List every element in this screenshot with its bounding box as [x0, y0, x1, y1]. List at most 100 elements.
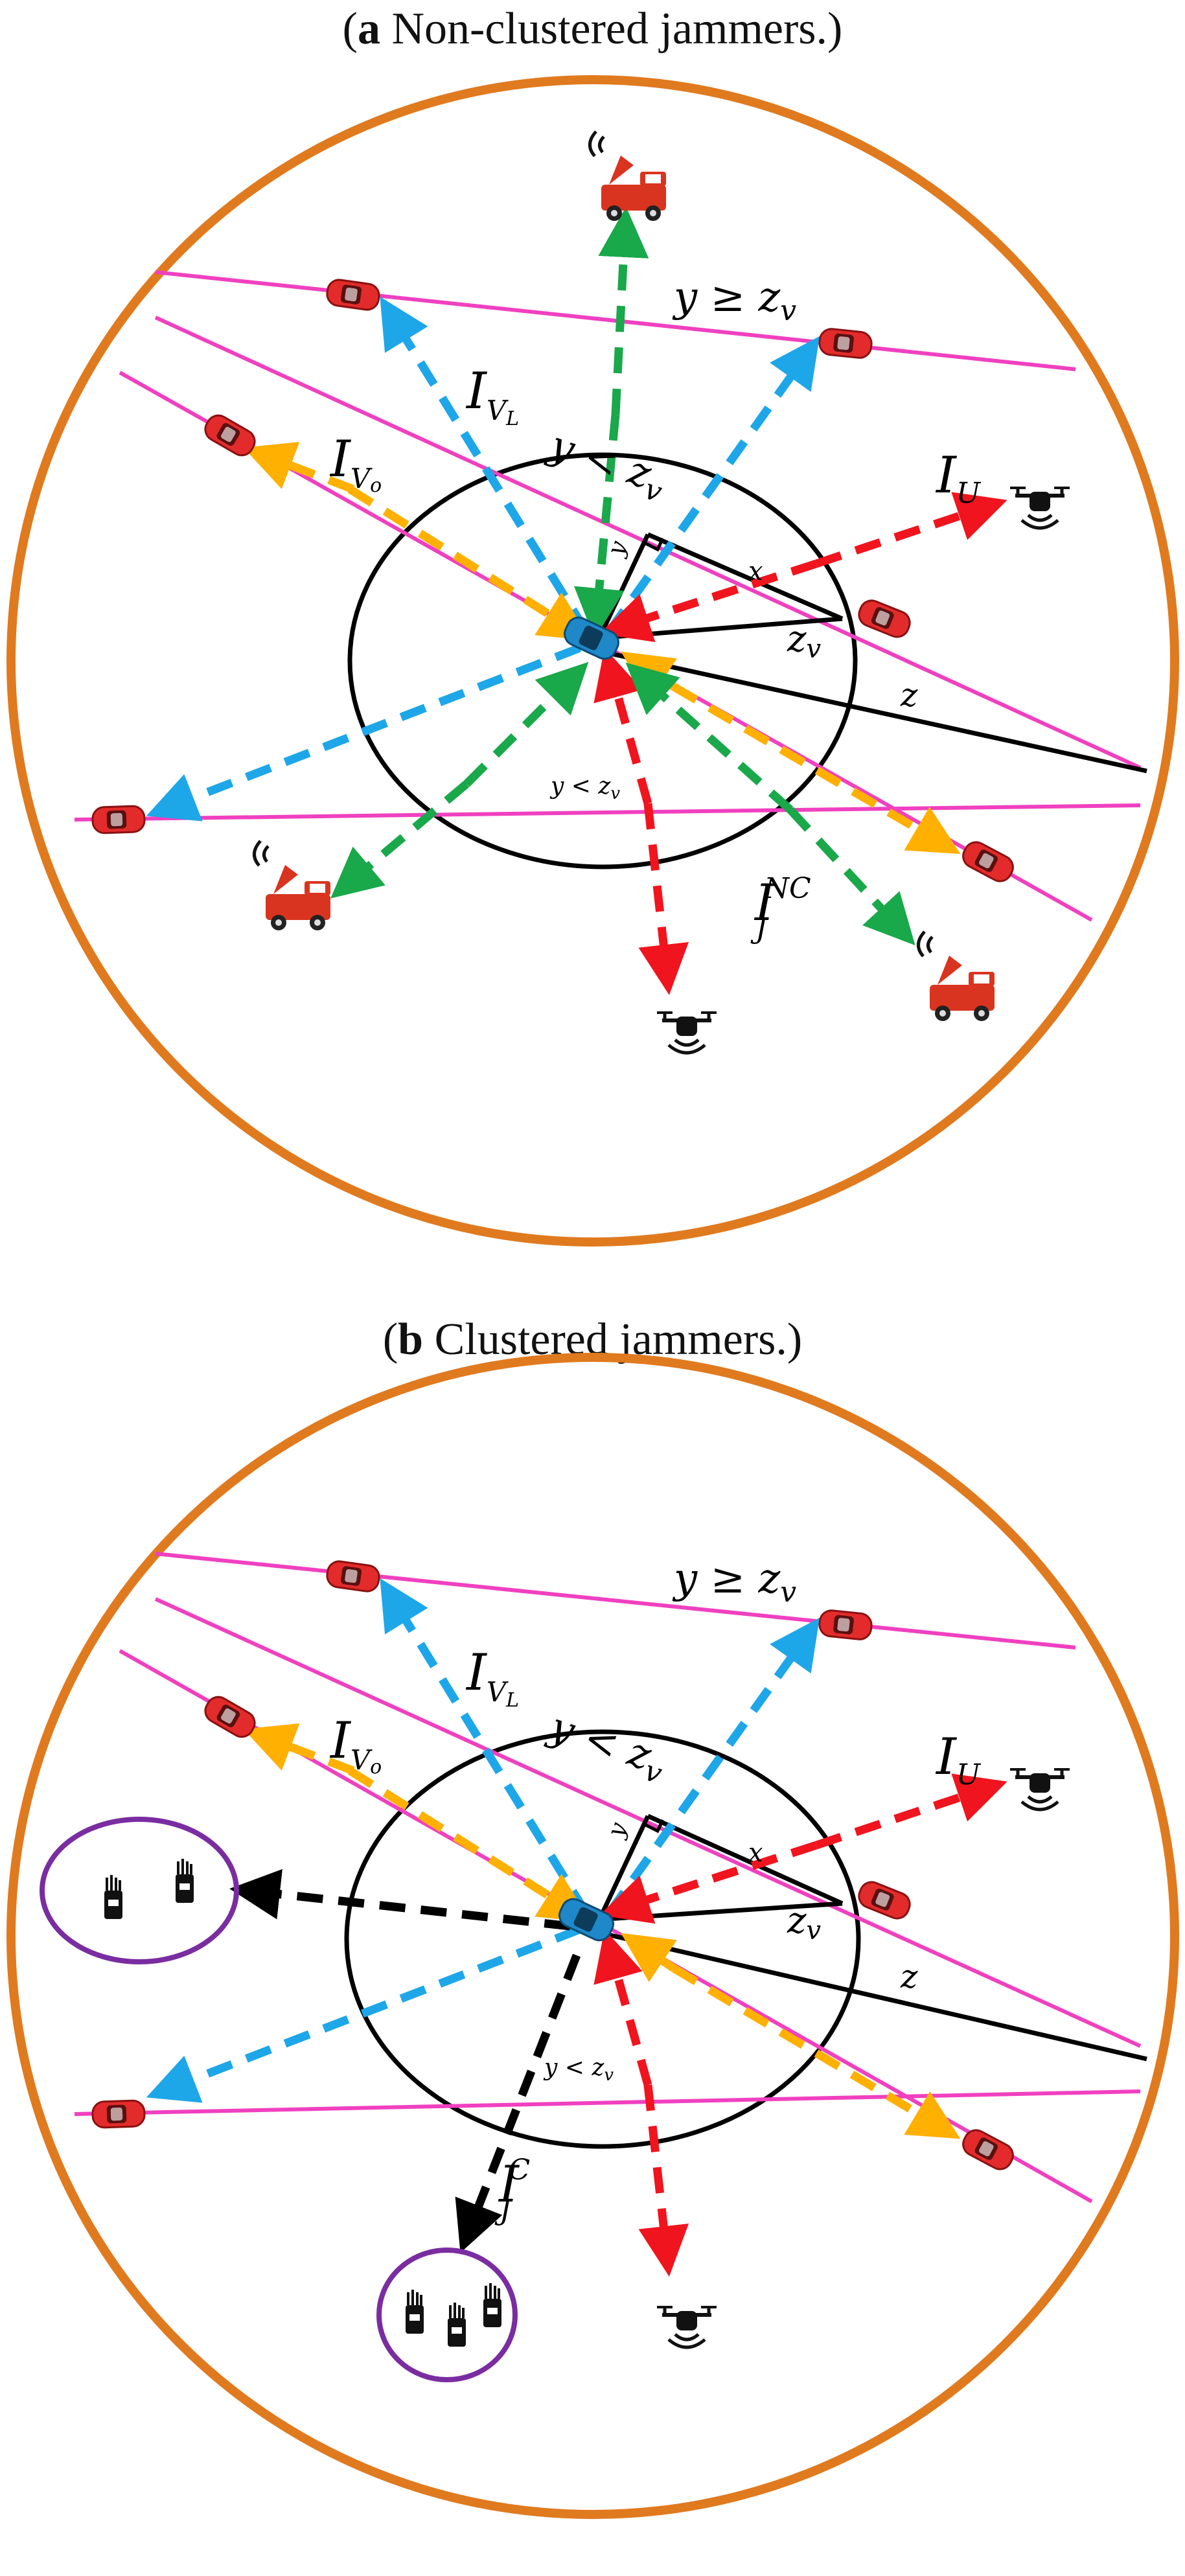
- svg-text:zv: zv: [787, 1900, 822, 1946]
- road-4: [74, 803, 1141, 822]
- arrow-u-1: [814, 1773, 1007, 1850]
- uav-icon: [1010, 488, 1070, 528]
- arrow-j-5: [787, 807, 915, 946]
- arrow-vl-1: [380, 1578, 590, 1916]
- car-icon: [958, 837, 1018, 886]
- svg-text:IVL: IVL: [465, 1644, 519, 1712]
- svg-text:y: y: [602, 1819, 632, 1842]
- jammer-cluster-2: [376, 2248, 518, 2382]
- car-icon: [91, 805, 146, 834]
- line-x: [647, 532, 844, 621]
- arrow-cluster-1: [229, 1869, 571, 1931]
- arrow-vo-2: [347, 1767, 592, 1922]
- arrow-vl-3: [146, 1925, 582, 2103]
- caption-a-letter: a: [357, 4, 380, 54]
- jammer-device-icon: [482, 2282, 503, 2329]
- road-1: [155, 1552, 1076, 1650]
- svg-text:z: z: [900, 676, 918, 714]
- svg-text:IJC: IJC: [494, 2154, 530, 2227]
- arrow-vo-1: [243, 1723, 355, 1775]
- road-1: [155, 270, 1076, 371]
- arrow-vl-2: [605, 1617, 820, 1916]
- car-icon: [200, 410, 260, 461]
- jammer-device-icon: [404, 2288, 425, 2335]
- arrow-vo-3: [621, 1933, 677, 1983]
- car-icon: [325, 1559, 382, 1594]
- jammer-truck-icon: [254, 841, 330, 930]
- figure-a: (a Non-clustered jammers.): [6, 4, 1179, 1247]
- jammer-device-icon: [174, 1857, 195, 1904]
- car-icon: [854, 1877, 915, 1924]
- caption-b-letter: b: [398, 1315, 424, 1364]
- car-icon: [200, 1692, 260, 1742]
- arrow-j-2: [574, 414, 625, 639]
- arrow-vo-2: [347, 485, 592, 641]
- svg-text:y: y: [602, 537, 632, 560]
- jammer-device-icon: [103, 1874, 124, 1920]
- caption-a-text: Non-clustered jammers.: [380, 4, 828, 54]
- outer-circle: [6, 1353, 1179, 2519]
- uav-icon: [657, 2307, 717, 2347]
- arrow-j-4: [463, 661, 589, 787]
- caption-a: (a Non-clustered jammers.): [342, 4, 843, 54]
- arrow-j-3: [330, 781, 470, 899]
- svg-text:y ≥ zv: y ≥ zv: [672, 273, 796, 327]
- svg-text:y < zv: y < zv: [540, 1702, 673, 1791]
- svg-text:x: x: [748, 1838, 763, 1868]
- line-z: [599, 1930, 1147, 2062]
- svg-text:y ≥ zv: y ≥ zv: [672, 1555, 796, 1609]
- diagram-a: y ≥ zv IVL IVo y < zv IU x y zv z y < zv…: [6, 75, 1179, 1247]
- svg-text:zv: zv: [787, 618, 822, 664]
- arrow-vl-2: [605, 336, 820, 634]
- svg-text:x: x: [748, 557, 763, 586]
- arrow-j-6: [625, 662, 794, 813]
- arrow-vl-3: [146, 643, 582, 822]
- line-x: [647, 1813, 844, 1906]
- diagram-b: y ≥ zv IVL IVo y < zv IU x y zv z y < zv…: [6, 1353, 1179, 2519]
- svg-text:y < zv: y < zv: [543, 2054, 614, 2085]
- arrow-u-3: [638, 803, 689, 995]
- arrow-vo-4: [671, 683, 961, 855]
- svg-text:y < zv: y < zv: [549, 773, 620, 803]
- car-icon: [958, 2125, 1018, 2174]
- arrow-u-4: [593, 647, 652, 805]
- car-icon: [854, 595, 915, 642]
- svg-text:z: z: [900, 1958, 918, 1995]
- svg-text:IVo: IVo: [329, 1712, 382, 1778]
- road-2: [154, 1597, 1142, 2048]
- figure-b: (b Clustered jammers.): [0, 1288, 1185, 2576]
- jammer-truck-icon: [590, 132, 666, 221]
- arrow-u-3: [638, 2084, 689, 2277]
- car-icon: [817, 1608, 874, 1642]
- svg-text:y < zv: y < zv: [540, 420, 673, 509]
- svg-text:IJNC: IJNC: [750, 872, 811, 945]
- inner-circle: [347, 452, 858, 869]
- car-icon: [91, 2099, 146, 2129]
- svg-text:IVo: IVo: [329, 430, 382, 497]
- arrow-u-2: [599, 1841, 818, 1924]
- road-4: [74, 2089, 1141, 2116]
- svg-text:IU: IU: [935, 1728, 982, 1791]
- inner-circle: [344, 1729, 861, 2149]
- arrow-j-1: [598, 207, 649, 415]
- uav-icon: [657, 1013, 717, 1053]
- caption-b: (b Clustered jammers.): [382, 1315, 803, 1364]
- arrow-vl-1: [380, 296, 590, 634]
- arrow-vo-1: [243, 441, 355, 494]
- line-z: [599, 649, 1147, 774]
- jammer-cluster-1: [40, 1817, 239, 1964]
- svg-text:IU: IU: [935, 446, 982, 510]
- jammer-device-icon: [446, 2301, 467, 2348]
- arrow-u-1: [814, 492, 1007, 568]
- jammer-truck-icon: [918, 932, 995, 1021]
- arrow-vo-4: [671, 1964, 961, 2139]
- outer-circle: [6, 75, 1179, 1247]
- car-icon: [817, 327, 874, 360]
- uav-icon: [1010, 1769, 1070, 1810]
- car-icon: [325, 277, 382, 312]
- arrow-u-2: [599, 559, 818, 643]
- arrow-cluster-2: [455, 1953, 581, 2253]
- arrow-u-4: [593, 1929, 652, 2086]
- svg-text:IVL: IVL: [465, 362, 519, 430]
- road-2: [154, 316, 1142, 770]
